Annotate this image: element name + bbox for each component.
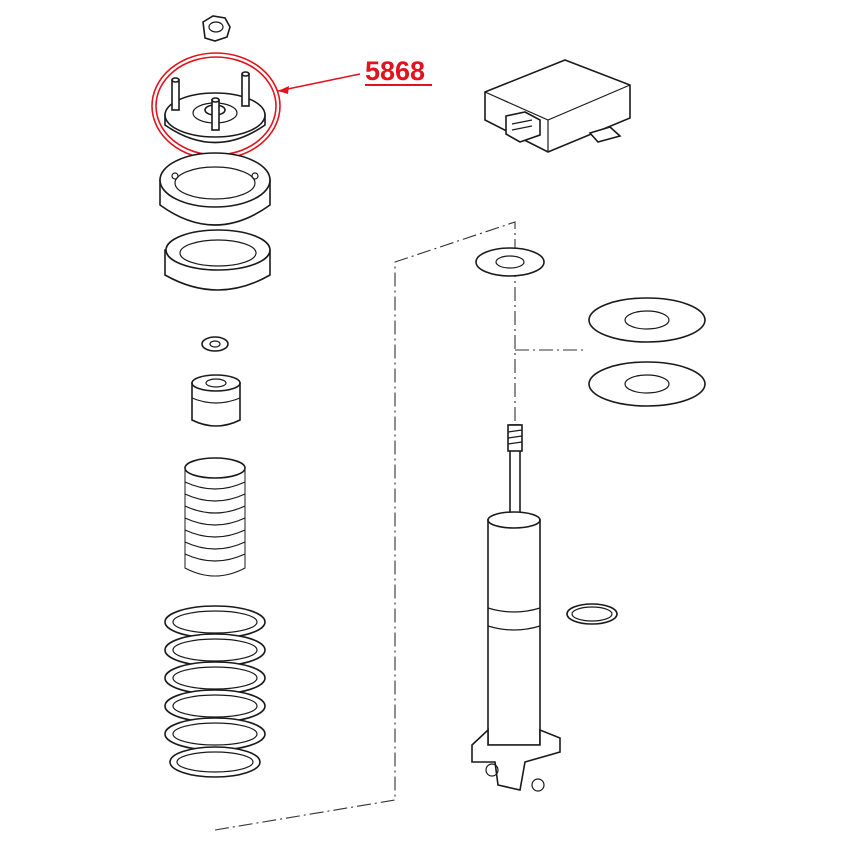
large-washer-lower (588, 361, 706, 407)
coil-spring (164, 605, 266, 778)
large-washer-upper (588, 297, 706, 343)
bearing-ring (159, 152, 271, 226)
isolator-ring (164, 229, 271, 291)
shock-absorber (471, 424, 561, 792)
callout-label: 5868 (365, 56, 425, 86)
snap-ring (566, 603, 618, 625)
dust-boot (184, 457, 246, 577)
top-nut (202, 15, 231, 42)
assembly-lines (214, 221, 585, 831)
thin-washer (475, 247, 545, 277)
bump-stop (191, 374, 241, 427)
small-washer (201, 336, 229, 352)
strut-mount (164, 71, 266, 144)
control-module (484, 59, 631, 153)
callout-arrowhead (278, 86, 289, 94)
